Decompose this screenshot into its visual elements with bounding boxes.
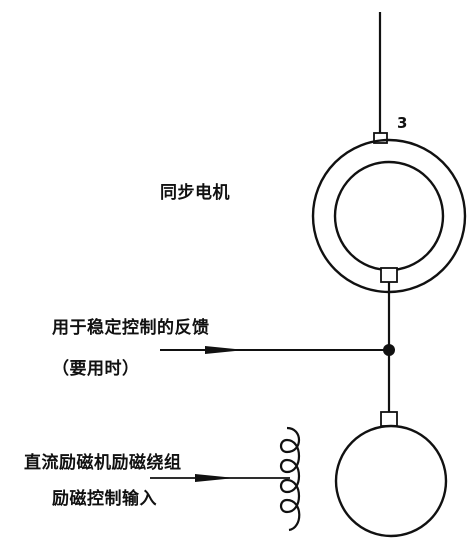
feedback-label-line2: （要用时） [52,359,140,379]
dc-exciter-circle [334,424,448,538]
motor-inner-circle [333,160,445,272]
motor-coupling-block [380,267,398,283]
terminal-number-label: 3 [397,114,408,132]
synchronous-motor-label: 同步电机 [160,183,230,203]
exciter-coupling-block [380,411,398,427]
excitation-input-arrow [195,474,235,482]
excitation-input-label: 励磁控制输入 [52,489,157,509]
motor-top-terminal [373,132,388,144]
feedback-label-line1: 用于稳定控制的反馈 [52,318,210,338]
field-winding-coil [279,426,301,532]
feedback-arrow [205,346,245,354]
exciter-winding-label: 直流励磁机励磁绕组 [24,453,182,473]
